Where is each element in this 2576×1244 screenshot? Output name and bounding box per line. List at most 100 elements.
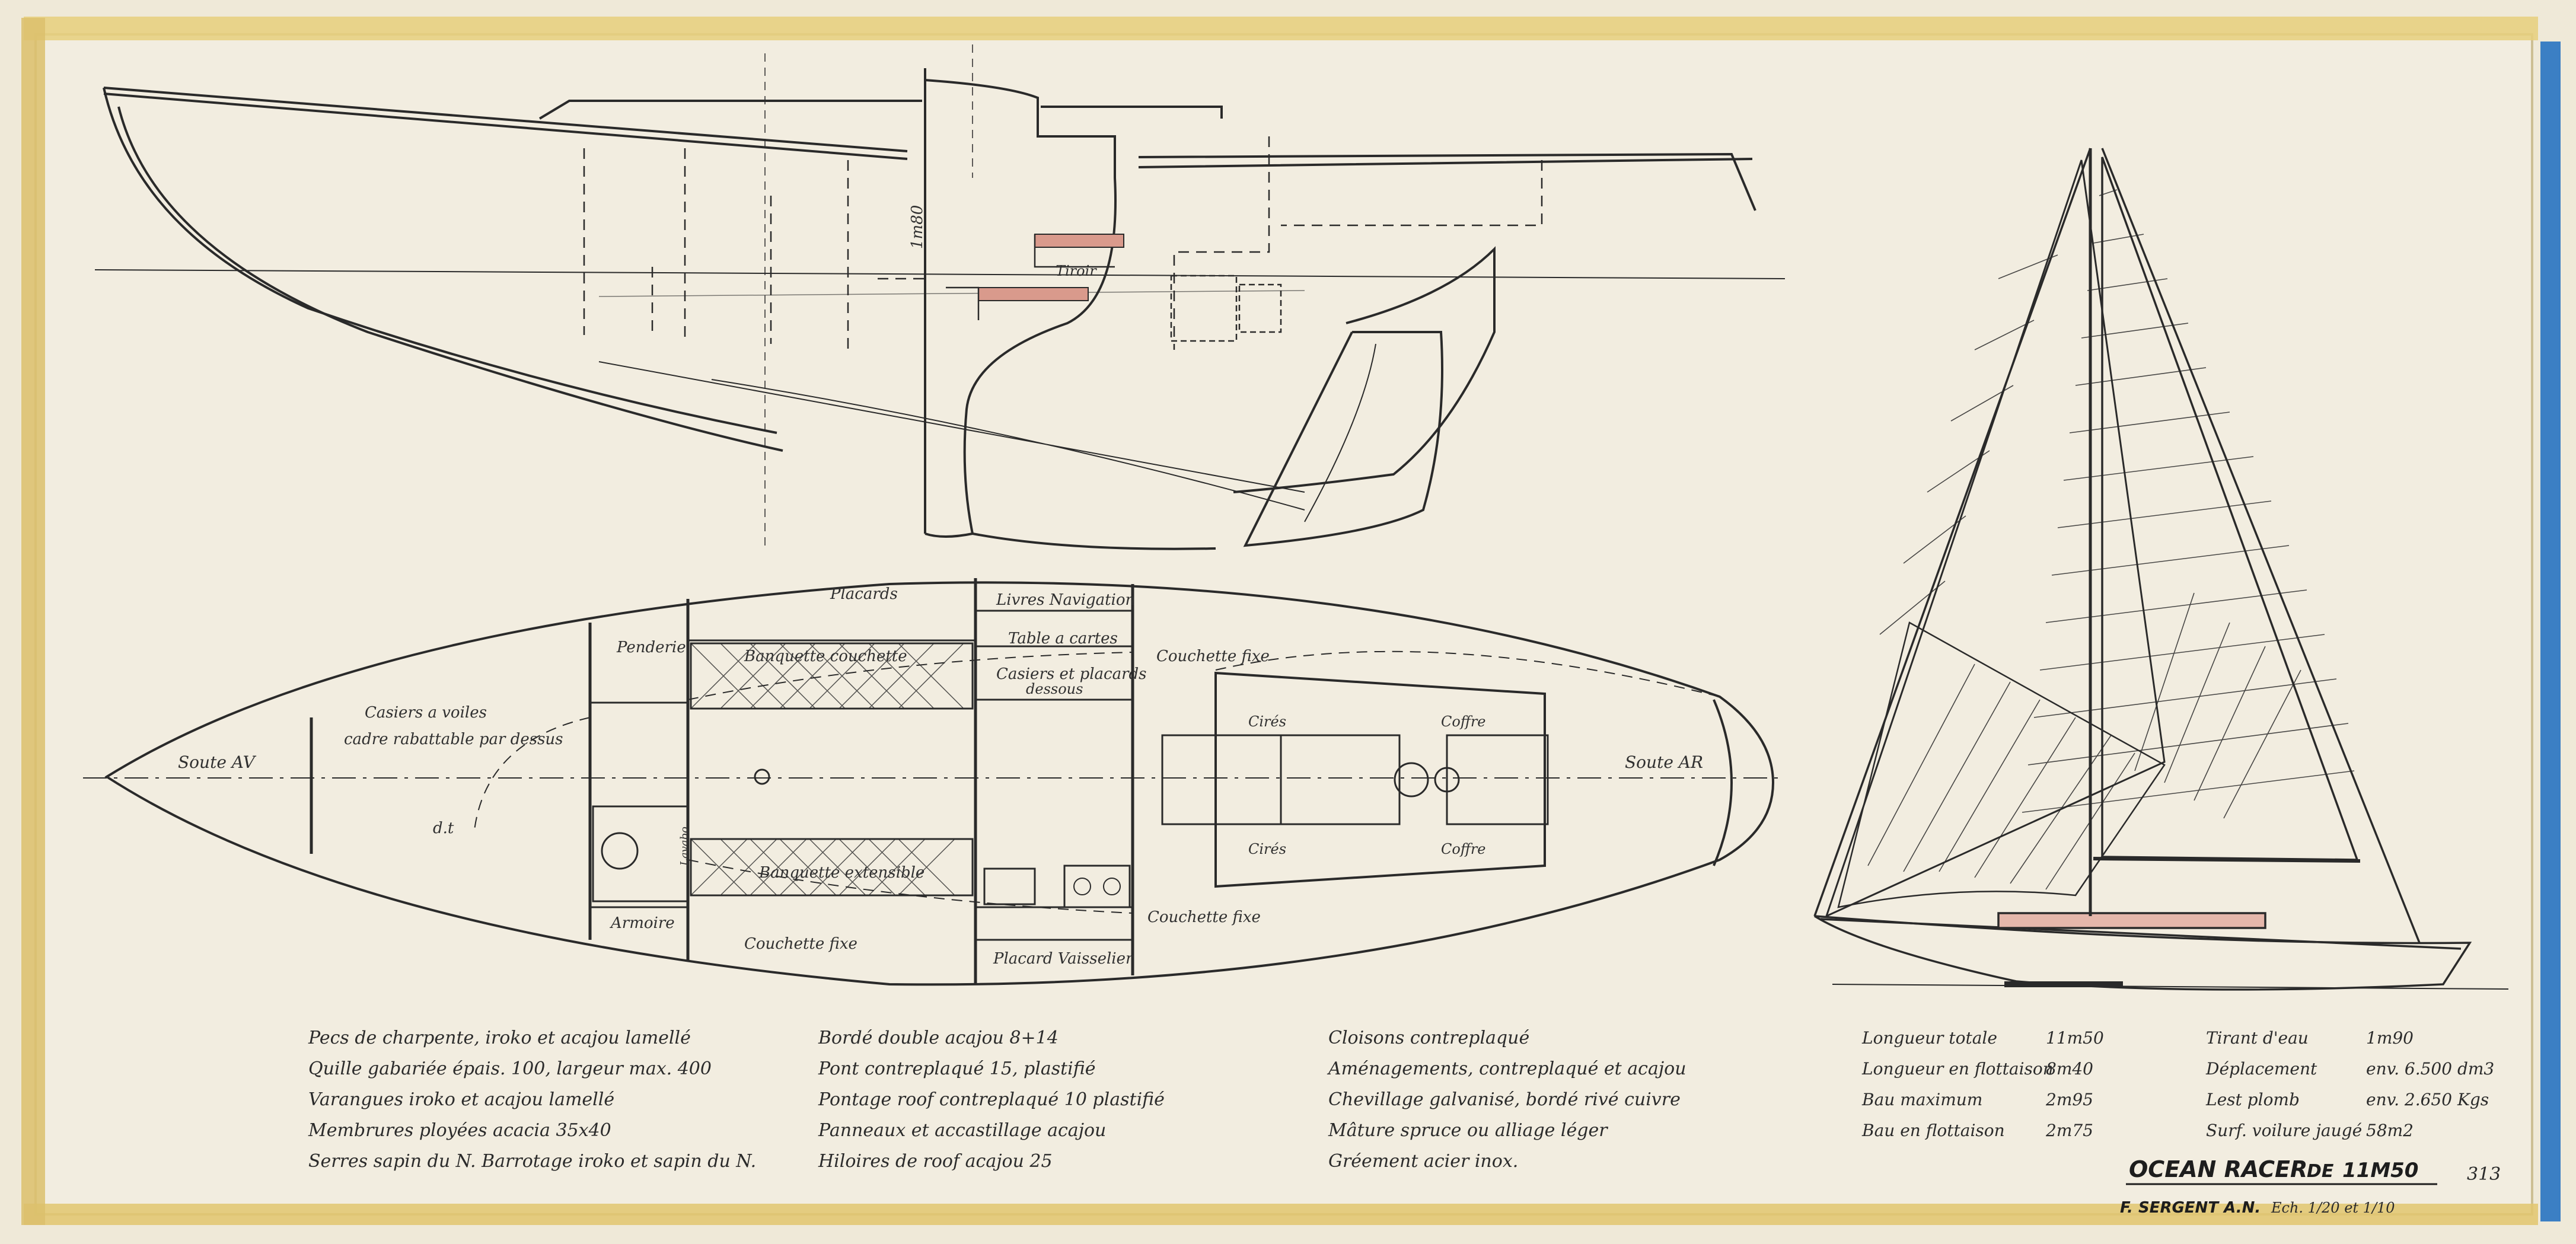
- boom: [2093, 857, 2361, 863]
- coachroof: [538, 100, 1223, 120]
- note-col2-line1: Bordé double acajou 8+14: [818, 1028, 1059, 1048]
- sail-plan: [1813, 148, 2509, 991]
- note-col3-line3: Chevillage galvanisé, bordé rivé cuivre: [1328, 1089, 1681, 1110]
- title-ocean-racer: OCEAN RACER: [2129, 1156, 2307, 1182]
- sheet-number: 313: [2467, 1164, 2501, 1185]
- wc: [601, 832, 639, 870]
- label-placards: Placards: [830, 585, 898, 603]
- mast-step: [754, 768, 770, 785]
- label-couchette-fixe-mid: Couchette fixe: [1147, 908, 1261, 926]
- sail-plan-sheer: [1820, 918, 2462, 950]
- interior-dashed-structure: [583, 136, 1543, 350]
- dimensions-table: Longueur totale 11m50 Longueur en flotta…: [1861, 1028, 2494, 1140]
- label-couchette-fixe-bottom: Couchette fixe: [744, 935, 857, 953]
- engine-block: [1170, 275, 1238, 342]
- bulkheads: [310, 578, 1134, 984]
- cockpit-seat-mid: [1280, 734, 1401, 825]
- spec-value-5: env. 6.500 dm3: [2366, 1059, 2494, 1079]
- galley-stove: [1063, 865, 1131, 908]
- head-compartment: [592, 805, 689, 902]
- sheer-line-inner: [103, 92, 1753, 168]
- spec-label-6: Lest plomb: [2205, 1090, 2300, 1109]
- label-banquette-extensible: Banquette extensible: [758, 864, 924, 882]
- blue-edge: [2540, 42, 2561, 1221]
- label-soute-av: Soute AV: [178, 752, 257, 772]
- spec-label-4: Tirant d'eau: [2206, 1028, 2309, 1048]
- title-block: OCEAN RACER DE 11M50 F. SERGENT A.N. Ech…: [2120, 1156, 2501, 1217]
- genoa: [1825, 160, 2166, 918]
- spec-value-7: 58m2: [2366, 1121, 2414, 1140]
- cabinet-lines: [590, 610, 1133, 941]
- spec-value-3: 2m75: [2045, 1121, 2093, 1140]
- hull-keel-outer: [117, 106, 783, 452]
- keel-fin-outline: [924, 79, 1216, 550]
- tape-bottom: [24, 1204, 2538, 1225]
- cockpit-seat-right: [1446, 734, 1549, 825]
- notes-col2: Bordé double acajou 8+14 Pont contreplaq…: [818, 1028, 1165, 1172]
- sail-plan-cabin: [1997, 912, 2266, 929]
- drawer-label: Tiroir: [1056, 263, 1097, 279]
- bunk-banquette-top: [690, 642, 974, 710]
- sail-plan-hull-keel: [2004, 981, 2123, 987]
- winch-right: [1434, 767, 1460, 793]
- waterline-reference: [94, 269, 1786, 279]
- spec-label-2: Bau maximum: [1861, 1090, 1982, 1109]
- label-cires-top: Cirés: [1248, 713, 1286, 730]
- label-casiers-placards: Casiers et placards: [996, 665, 1147, 683]
- bunk-steps: [946, 234, 1115, 320]
- label-livres-navigation: Livres Navigation: [996, 591, 1135, 609]
- note-col2-line2: Pont contreplaqué 15, plastifié: [818, 1058, 1096, 1079]
- label-lavabo: Lavabo: [678, 827, 691, 866]
- keel-bottom: [924, 532, 973, 538]
- title-size: 11M50: [2342, 1159, 2418, 1182]
- depth-label: 1m80: [908, 205, 926, 249]
- title-de: DE: [2307, 1161, 2334, 1182]
- label-cires-bottom: Cirés: [1248, 841, 1286, 857]
- spec-value-2: 2m95: [2045, 1090, 2093, 1109]
- forestay: [1813, 148, 2092, 917]
- label-cadre-rabattable: cadre rabattable par dessus: [344, 731, 563, 748]
- paper-sheet: [34, 33, 2533, 1216]
- spec-label-1: Longueur en flottaison: [1861, 1059, 2054, 1079]
- note-col2-line3: Pontage roof contreplaqué 10 plastifié: [818, 1089, 1165, 1110]
- tape-top: [24, 17, 2538, 40]
- note-col3-line5: Gréement acier inox.: [1328, 1151, 1518, 1172]
- note-col1-line1: Pecs de charpente, iroko et acajou lamel…: [308, 1028, 691, 1048]
- specification-notes: Pecs de charpente, iroko et acajou lamel…: [308, 1028, 1686, 1172]
- label-dt: d.t: [433, 819, 454, 837]
- note-col1-line2: Quille gabariée épais. 100, largeur max.…: [308, 1058, 712, 1079]
- label-couchette-fixe-top: Couchette fixe: [1156, 647, 1270, 665]
- spec-value-1: 8m40: [2046, 1059, 2093, 1079]
- profile-view: [94, 44, 1786, 551]
- note-col1-line3: Varangues iroko et acajou lamellé: [308, 1089, 614, 1110]
- spec-label-0: Longueur totale: [1861, 1028, 1997, 1048]
- spec-label-3: Bau en flottaison: [1861, 1121, 2005, 1140]
- sheer-line: [103, 87, 1756, 211]
- notes-col3: Cloisons contreplaqué Aménagements, cont…: [1327, 1028, 1686, 1172]
- notes-col1: Pecs de charpente, iroko et acajou lamel…: [308, 1028, 756, 1172]
- stove-burner-2: [1103, 878, 1121, 895]
- spec-label-7: Surf. voilure jaugé: [2206, 1121, 2362, 1140]
- label-coffre-top: Coffre: [1441, 713, 1486, 730]
- note-col3-line1: Cloisons contreplaqué: [1328, 1028, 1529, 1048]
- engine-gear: [1238, 283, 1282, 333]
- label-casiers-voiles: Casiers a voiles: [365, 704, 487, 722]
- note-col1-line5: Serres sapin du N. Barrotage iroko et sa…: [308, 1151, 756, 1172]
- reference-line-upper: [598, 290, 1305, 297]
- label-placard-vaisselier: Placard Vaisselier: [993, 950, 1134, 968]
- note-col3-line4: Mâture spruce ou alliage léger: [1328, 1120, 1608, 1141]
- sail-plan-waterline: [1832, 984, 2509, 990]
- spec-value-6: env. 2.650 Kgs: [2366, 1090, 2489, 1109]
- rudder: [1243, 331, 1443, 547]
- spec-label-5: Déplacement: [2205, 1059, 2317, 1079]
- label-armoire: Armoire: [610, 914, 675, 932]
- winch: [1394, 762, 1429, 798]
- cockpit-outline: [1214, 671, 1546, 888]
- bunk-hatch-lower: [978, 287, 1089, 301]
- tape-left: [21, 18, 45, 1225]
- label-banquette-couchette: Banquette couchette: [744, 647, 907, 665]
- plan-hull-outline: [104, 581, 1775, 986]
- note-col2-line4: Panneaux et accastillage acajou: [818, 1120, 1106, 1141]
- bunk-hatching: [690, 643, 964, 896]
